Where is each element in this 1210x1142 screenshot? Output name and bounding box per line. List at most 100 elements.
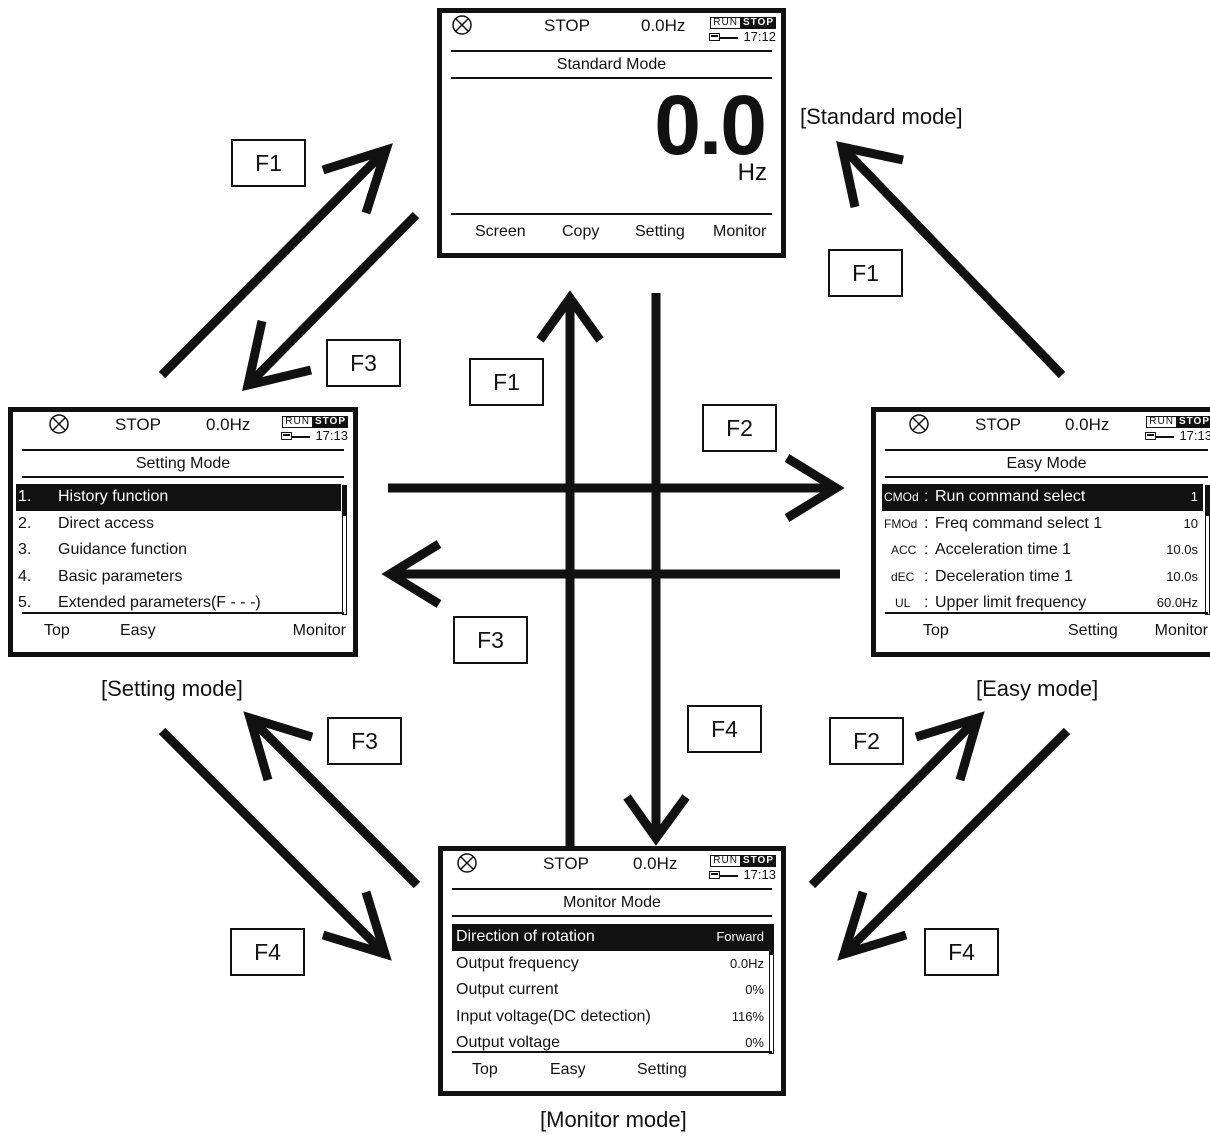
divider [1156,436,1174,438]
arrowhead [321,143,393,215]
arrow-standard-to-setting [244,211,420,389]
setting-mode-caption: [Setting mode] [101,676,243,701]
menu-item[interactable]: 2.Direct access [18,514,155,532]
arrow-monitor-to-easy [808,714,982,889]
function-key-bar: Top Easy Setting [452,1051,772,1091]
mode-title: Easy Mode [885,452,1208,478]
output-frequency-value: 0.0 [654,78,767,172]
function-key-bar: Top Easy Monitor [22,612,346,652]
scrollbar-thumb[interactable] [770,925,773,955]
clock: 17:12 [743,29,776,44]
fkey-f4-label[interactable]: Monitor [292,622,346,639]
mode-title: Setting Mode [22,452,344,478]
frequency-unit: Hz [737,159,767,186]
status-text: STOP [115,415,161,434]
arrow-setting-to-monitor [158,727,389,958]
status-text: STOP [975,415,1021,434]
function-key-bar: Screen Copy Setting Monitor [451,213,772,253]
scrollbar-thumb[interactable] [1206,486,1209,516]
menu-item[interactable]: 5.Extended parameters(F - - -) [18,594,261,611]
arrowhead [321,890,392,961]
arrowhead [836,141,904,208]
fkey-f1-label[interactable]: Top [923,622,949,639]
stop-circle-icon [452,15,472,35]
status-text: STOP [543,854,589,873]
fkey-f4-label[interactable]: Monitor [713,223,767,240]
fkey-f1-label[interactable]: Top [472,1061,498,1078]
fkey-f3-label[interactable]: Setting [635,223,685,240]
arrowhead [536,290,604,343]
menu-item[interactable]: 3.Guidance function [18,541,187,558]
arrowhead [381,540,442,608]
monitor-row[interactable]: Input voltage(DC detection)116% [456,1007,764,1025]
arrow-monitor-to-setting [246,714,421,889]
f2-key-setting-to-easy: F2 [702,404,777,452]
arrow-easy-to-standard [838,143,1066,379]
menu-item[interactable]: 4.Basic parameters [18,567,183,585]
f3-key-monitor-to-setting: F3 [327,717,402,765]
setting-menu: 1.History function 2.Direct access 3.Gui… [16,484,341,617]
scrollbar-thumb[interactable] [343,486,346,516]
function-key-bar: Top Setting Monitor [885,612,1208,652]
fkey-f2-label[interactable]: Copy [562,223,600,240]
divider [720,875,738,877]
standard-mode-caption: [Standard mode] [800,104,963,129]
frequency-readout: 0.0Hz [1065,415,1110,434]
f3-key-easy-to-setting: F3 [453,616,528,664]
arrowhead [837,890,908,961]
mode-title: Standard Mode [451,53,772,79]
f1-key-monitor-to-standard: F1 [469,358,544,406]
clock: 17:13 [743,867,776,882]
frequency-readout: 0.0Hz [641,16,686,35]
fkey-f1-label[interactable]: Top [44,622,70,639]
clock: 17:13 [315,428,348,443]
fkey-f2-label[interactable]: Easy [120,622,156,639]
scrollbar[interactable] [342,485,347,615]
divider [720,37,738,39]
frequency-readout: 0.0Hz [206,415,251,434]
stop-circle-icon [909,414,929,434]
arrowhead [243,711,314,782]
mode-title: Monitor Mode [452,891,772,917]
fkey-f3-label[interactable]: Setting [637,1061,687,1078]
battery-icon [709,33,720,41]
fkey-f4-label[interactable]: Monitor [1154,622,1208,639]
status-text: STOP [544,16,590,35]
scrollbar[interactable] [769,924,774,1054]
battery-icon [281,432,292,440]
f2-key-monitor-to-easy: F2 [829,717,904,765]
stop-circle-icon [457,853,477,873]
fkey-f2-label[interactable]: Easy [550,1061,586,1078]
menu-item[interactable]: 1.History function [16,484,341,511]
fkey-f1-label[interactable]: Screen [475,223,526,240]
frequency-readout: 0.0Hz [633,854,678,873]
battery-icon [709,871,720,879]
scrollbar[interactable] [1205,485,1210,615]
f3-key-standard-to-setting: F3 [326,339,401,387]
fkey-f3-label[interactable]: Setting [1068,622,1118,639]
easy-mode-caption: [Easy mode] [976,676,1099,701]
